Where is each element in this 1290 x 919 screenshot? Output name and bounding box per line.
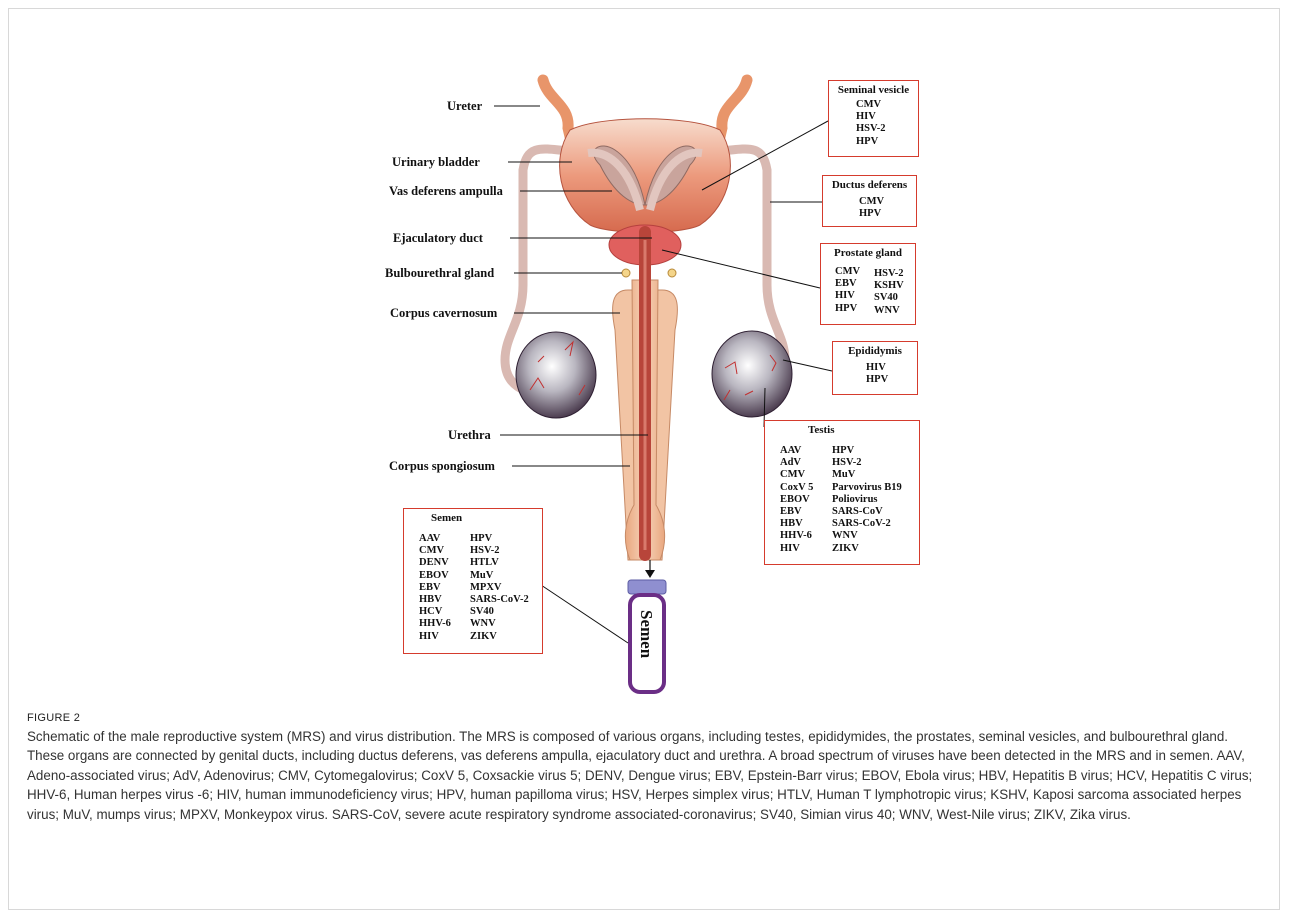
left-testis <box>516 332 596 418</box>
ductus-deferens-box: Ductus deferens CMV HPV <box>822 175 917 227</box>
virus-item: HSV-2 <box>856 123 886 135</box>
virus-item: DENV <box>419 557 451 569</box>
virus-item: MuV <box>832 469 902 481</box>
virus-item: HHV-6 <box>419 618 451 630</box>
virus-item: MuV <box>470 570 529 582</box>
virus-item: HPV <box>470 533 529 545</box>
semen-title: Semen <box>404 512 542 524</box>
virus-item: CoxV 5 <box>780 482 813 494</box>
virus-item: Poliovirus <box>832 494 902 506</box>
semen-tube-label: Semen <box>637 610 656 659</box>
virus-item: EBV <box>780 506 813 518</box>
virus-item: EBOV <box>419 570 451 582</box>
virus-item: CMV <box>856 99 886 111</box>
virus-item: ZIKV <box>832 543 902 555</box>
virus-item: AAV <box>780 445 813 457</box>
semen-col-1: AAV CMV DENV EBOV EBV HBV HCV HHV-6 HIV <box>419 533 451 643</box>
virus-item: EBV <box>835 278 860 290</box>
virus-item: HIV <box>835 290 860 302</box>
virus-item: HPV <box>866 374 888 386</box>
label-urinary-bladder: Urinary bladder <box>392 155 480 169</box>
semen-tube-cap <box>628 580 666 594</box>
virus-item: MPXV <box>470 582 529 594</box>
seminal-vesicle-virus-list: CMV HIV HSV-2 HPV <box>856 99 886 148</box>
mrs-diagram: Semen Ureter Urinary bladder Vas deferen… <box>0 0 1290 705</box>
virus-item: SARS-CoV <box>832 506 902 518</box>
virus-item: HBV <box>419 594 451 606</box>
urinary-bladder <box>560 119 731 233</box>
virus-item: HPV <box>856 136 886 148</box>
virus-item: HPV <box>859 208 884 220</box>
prostate-col-2: HSV-2 KSHV SV40 WNV <box>874 268 904 317</box>
virus-item: HBV <box>780 518 813 530</box>
testis-box: Testis AAV AdV CMV CoxV 5 EBOV EBV HBV H… <box>764 420 920 565</box>
virus-item: EBV <box>419 582 451 594</box>
virus-item: SARS-CoV-2 <box>470 594 529 606</box>
virus-item: HIV <box>780 543 813 555</box>
testis-col-1: AAV AdV CMV CoxV 5 EBOV EBV HBV HHV-6 HI… <box>780 445 813 555</box>
epididymis-virus-list: HIV HPV <box>866 362 888 386</box>
virus-item: SV40 <box>470 606 529 618</box>
seminal-vesicle-box: Seminal vesicle CMV HIV HSV-2 HPV <box>828 80 919 157</box>
virus-item: AdV <box>780 457 813 469</box>
caption-text: Schematic of the male reproductive syste… <box>27 727 1267 824</box>
ductus-deferens-virus-list: CMV HPV <box>859 196 884 220</box>
virus-item: CMV <box>835 266 860 278</box>
virus-item: SV40 <box>874 292 904 304</box>
prostate-gland-title: Prostate gland <box>821 247 915 259</box>
virus-item: CMV <box>780 469 813 481</box>
prostate-gland-box: Prostate gland CMV EBV HIV HPV HSV-2 KSH… <box>820 243 916 325</box>
virus-item: HPV <box>832 445 902 457</box>
virus-item: Parvovirus B19 <box>832 482 902 494</box>
label-urethra: Urethra <box>448 428 492 442</box>
testis-title: Testis <box>765 424 919 436</box>
semen-box: Semen AAV CMV DENV EBOV EBV HBV HCV HHV-… <box>403 508 543 654</box>
virus-item: HIV <box>856 111 886 123</box>
label-corpus-spongiosum: Corpus spongiosum <box>389 459 496 473</box>
label-bulbourethral-gland: Bulbourethral gland <box>385 266 494 280</box>
right-bulbourethral-gland <box>668 269 676 277</box>
prostate-col-1: CMV EBV HIV HPV <box>835 266 860 315</box>
virus-item: HIV <box>419 631 451 643</box>
virus-item: HTLV <box>470 557 529 569</box>
label-vas-deferens-ampulla: Vas deferens ampulla <box>389 184 504 198</box>
virus-item: SARS-CoV-2 <box>832 518 902 530</box>
virus-item: AAV <box>419 533 451 545</box>
virus-item: HIV <box>866 362 888 374</box>
virus-item: HPV <box>835 303 860 315</box>
seminal-vesicle-title: Seminal vesicle <box>829 84 918 96</box>
virus-item: HSV-2 <box>832 457 902 469</box>
virus-item: HCV <box>419 606 451 618</box>
virus-item: CMV <box>419 545 451 557</box>
virus-item: KSHV <box>874 280 904 292</box>
label-ejaculatory-duct: Ejaculatory duct <box>393 231 484 245</box>
semen-col-2: HPV HSV-2 HTLV MuV MPXV SARS-CoV-2 SV40 … <box>470 533 529 643</box>
epididymis-box: Epididymis HIV HPV <box>832 341 918 395</box>
virus-item: WNV <box>470 618 529 630</box>
virus-item: CMV <box>859 196 884 208</box>
virus-item: ZIKV <box>470 631 529 643</box>
label-ureter: Ureter <box>447 99 483 113</box>
virus-item: HSV-2 <box>470 545 529 557</box>
virus-item: HHV-6 <box>780 530 813 542</box>
left-bulbourethral-gland <box>622 269 630 277</box>
figure-label: FIGURE 2 <box>27 712 1267 724</box>
virus-item: WNV <box>874 305 904 317</box>
figure-caption: FIGURE 2 Schematic of the male reproduct… <box>27 712 1267 824</box>
right-testis <box>712 331 792 417</box>
epididymis-title: Epididymis <box>833 345 917 357</box>
virus-item: HSV-2 <box>874 268 904 280</box>
label-corpus-cavernosum: Corpus cavernosum <box>390 306 498 320</box>
testis-col-2: HPV HSV-2 MuV Parvovirus B19 Poliovirus … <box>832 445 902 555</box>
virus-item: WNV <box>832 530 902 542</box>
virus-item: EBOV <box>780 494 813 506</box>
ductus-deferens-title: Ductus deferens <box>823 179 916 191</box>
